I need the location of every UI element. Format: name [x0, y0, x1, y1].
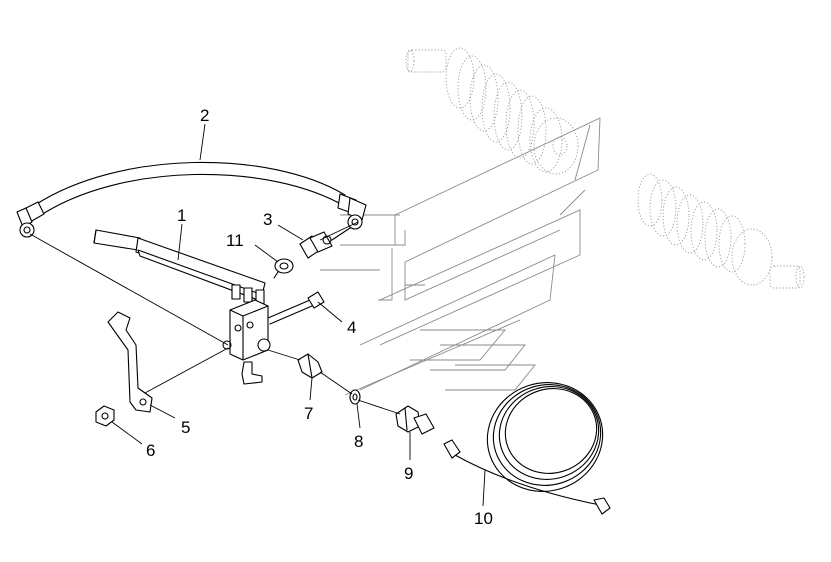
valve-block-icon [222, 299, 271, 385]
cable-icon [443, 382, 611, 515]
callout-4: 4 [347, 318, 356, 337]
callout-1: 1 [177, 206, 186, 225]
callout-2: 2 [200, 106, 209, 125]
assembly-lines [29, 221, 401, 415]
callout-10: 10 [474, 509, 493, 528]
hydraulic-hose-icon [16, 161, 367, 238]
washer-icon [349, 389, 361, 405]
callout-7: 7 [304, 404, 313, 423]
chassis-outline-icon [320, 117, 601, 396]
connector-icon [395, 405, 435, 435]
callout-3: 3 [263, 210, 272, 229]
callout-5: 5 [181, 418, 190, 437]
callouts: 1 2 3 11 4 5 6 7 8 9 10 [146, 106, 493, 528]
bolt-icon [267, 291, 325, 325]
clamp-icon [273, 258, 294, 279]
union-fitting-icon [297, 353, 323, 379]
elbow-fitting-icon [299, 227, 351, 259]
callout-11: 11 [226, 231, 244, 250]
control-lever-icon [93, 229, 266, 305]
callout-9: 9 [404, 464, 413, 483]
callout-8: 8 [354, 432, 363, 451]
roller-assembly-icon [637, 173, 805, 289]
callout-6: 6 [146, 441, 155, 460]
leader-lines [111, 123, 486, 507]
roller-assembly-icon [405, 47, 579, 175]
bracket-icon [107, 311, 153, 413]
nut-icon [95, 405, 115, 427]
